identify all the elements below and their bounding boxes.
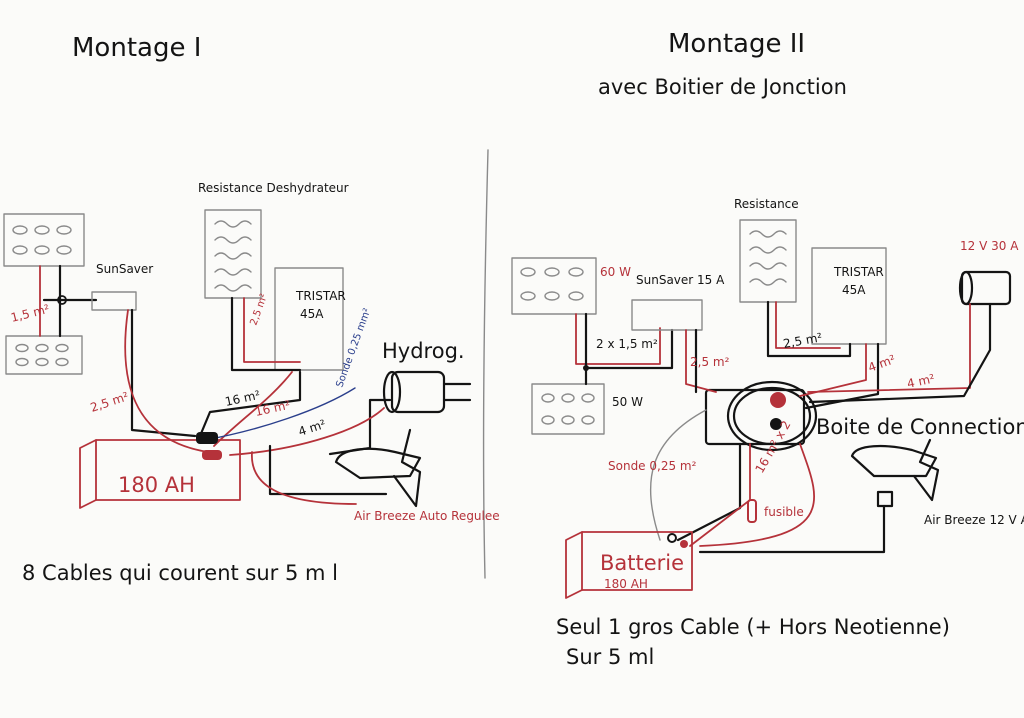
right-tristar-to-box-red (799, 343, 867, 397)
left-sunsaver-to-battery-black (130, 308, 197, 438)
right-fusible-label: fusible (764, 505, 804, 519)
left-air-breeze (334, 428, 422, 508)
right-sunsaver-label: SunSaver 15 A (636, 273, 725, 287)
right-source-label: 12 V 30 A (960, 239, 1019, 253)
left-airbreeze-wire-black (268, 444, 388, 496)
left-battery (79, 439, 241, 509)
left-resistance-label: Resistance Deshydrateur (198, 181, 349, 195)
left-caption: 8 Cables qui courent sur 5 m l (22, 561, 338, 585)
right-res-wire-red (775, 301, 841, 349)
right-panel-bottom-label: 50 W (612, 395, 643, 409)
right-source-to-box-black (808, 302, 992, 404)
right-airbreeze-wire-black (698, 504, 886, 554)
right-title: Montage II (668, 29, 805, 59)
left-sunsaver-box (91, 291, 137, 311)
left-res-wire-black (230, 296, 302, 372)
right-wire-2-5b: 2,5 m² (782, 330, 823, 351)
left-hydrog-wire-red (229, 407, 385, 456)
right-panels-to-sunsaver-red (575, 313, 661, 365)
right-solar-panel-bottom (531, 383, 605, 435)
left-tristar-label: TRISTAR (295, 289, 346, 303)
right-junction-terminal-pos (770, 392, 786, 408)
right-junction-box (704, 380, 818, 452)
right-tristar-to-box-black (804, 342, 880, 410)
right-tristar-amp: 45A (842, 283, 866, 297)
right-resistance-label: Resistance (734, 197, 799, 211)
right-panels-to-sunsaver-black (584, 328, 674, 370)
left-title: Montage I (72, 33, 201, 63)
right-battery-label: Batterie (600, 551, 684, 575)
left-hydrogenerator (382, 370, 472, 414)
right-air-breeze (850, 438, 940, 502)
right-fuse (747, 499, 757, 523)
center-divider (482, 149, 489, 579)
left-tristar-to-battery-black (198, 370, 302, 438)
right-sonde-wire (649, 409, 707, 541)
right-junction-terminal-neg (770, 418, 782, 430)
left-tristar-to-battery-red (213, 371, 293, 447)
right-wire-4b: 4 m² (906, 371, 936, 391)
right-solar-panel-top (511, 257, 597, 315)
right-battery-capacity: 180 AH (604, 577, 648, 591)
right-sonde-label: Sonde 0,25 m² (608, 459, 697, 473)
left-battery-label: 180 AH (118, 473, 195, 497)
left-sunsaver-to-battery-red (124, 309, 209, 453)
right-caption-2: Sur 5 ml (566, 645, 654, 669)
left-battery-terminal-neg (196, 432, 218, 444)
right-airbreeze-wire-red (699, 443, 815, 547)
left-airbreeze-wire-red (251, 451, 357, 505)
right-sunsaver-box (631, 299, 703, 331)
left-res-wire-red (243, 297, 301, 363)
left-solar-panel-bottom (5, 335, 83, 375)
left-tristar-box (274, 267, 344, 371)
right-tristar-label: TRISTAR (833, 265, 884, 279)
left-sonde-wire (204, 387, 356, 441)
left-hydrog-label: Hydrog. (382, 339, 465, 363)
left-battery-terminal-pos (202, 450, 222, 460)
right-wire-2x1-5: 2 x 1,5 m² (596, 337, 658, 351)
right-junction-label: Boite de Connection (816, 415, 1024, 439)
right-12v-source (958, 270, 1012, 306)
right-sunsaver-to-box-red (685, 329, 717, 393)
right-airbreeze-label: Air Breeze 12 V Auto regulee (924, 513, 1024, 527)
right-res-wire-black (766, 300, 852, 358)
right-caption-1: Seul 1 gros Cable (+ Hors Neotienne) (556, 615, 950, 639)
left-solar-panel-top (3, 213, 85, 267)
right-wire-2-5: 2,5 m² (690, 355, 730, 369)
right-subtitle: avec Boitier de Jonction (598, 75, 847, 99)
right-panel-top-label: 60 W (600, 265, 631, 279)
right-source-to-box-red (807, 303, 971, 393)
right-battery (565, 531, 693, 599)
left-airbreeze-label: Air Breeze Auto Regulee (354, 509, 500, 523)
left-sunsaver-label: SunSaver (96, 262, 153, 276)
left-tristar-amp: 45A (300, 307, 324, 321)
